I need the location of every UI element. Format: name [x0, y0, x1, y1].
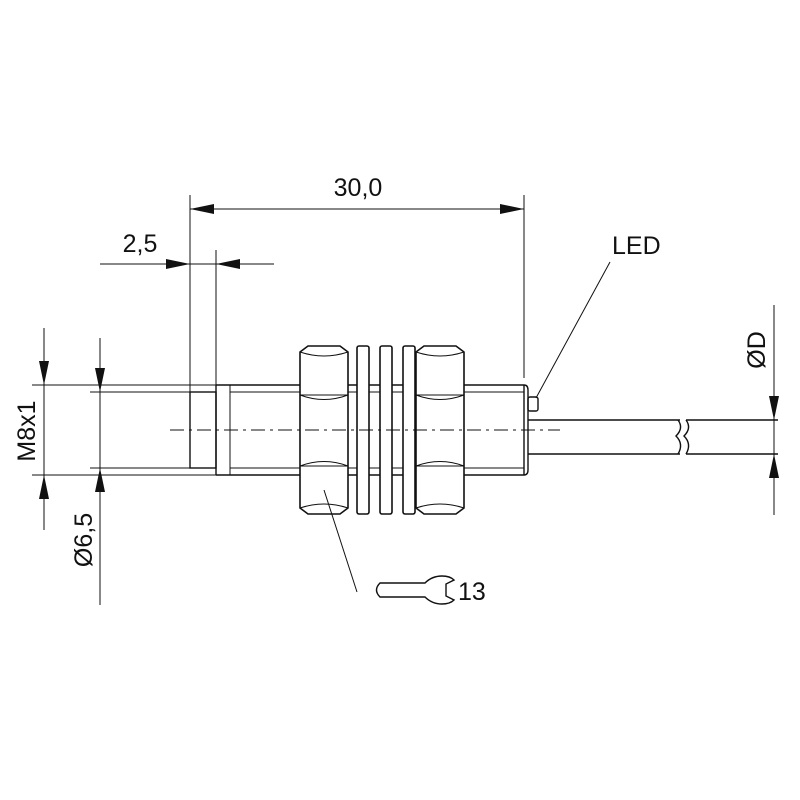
led-callout: LED — [535, 232, 661, 399]
cable-diameter-label: ØD — [743, 331, 771, 369]
led-label: LED — [612, 232, 661, 260]
thread-size-label: M8x1 — [13, 400, 41, 461]
dimension-thread-size: M8x1 — [13, 328, 216, 530]
overall-length-label: 30,0 — [334, 174, 383, 202]
dimension-core-diameter: Ø6,5 — [70, 338, 190, 605]
wrench-icon — [375, 575, 456, 605]
dimension-cable-diameter: ØD — [743, 305, 779, 515]
wrench-callout: 13 — [323, 489, 486, 606]
core-diameter-label: Ø6,5 — [70, 513, 98, 567]
cable — [528, 419, 778, 455]
threaded-housing — [215, 384, 529, 476]
unthreaded-length-label: 2,5 — [123, 230, 158, 258]
led-indicator — [527, 396, 539, 412]
wrench-size-label: 13 — [458, 578, 486, 606]
dimension-unthreaded-length: 2,5 — [100, 230, 274, 385]
dimension-overall-length: 30,0 — [189, 174, 525, 392]
